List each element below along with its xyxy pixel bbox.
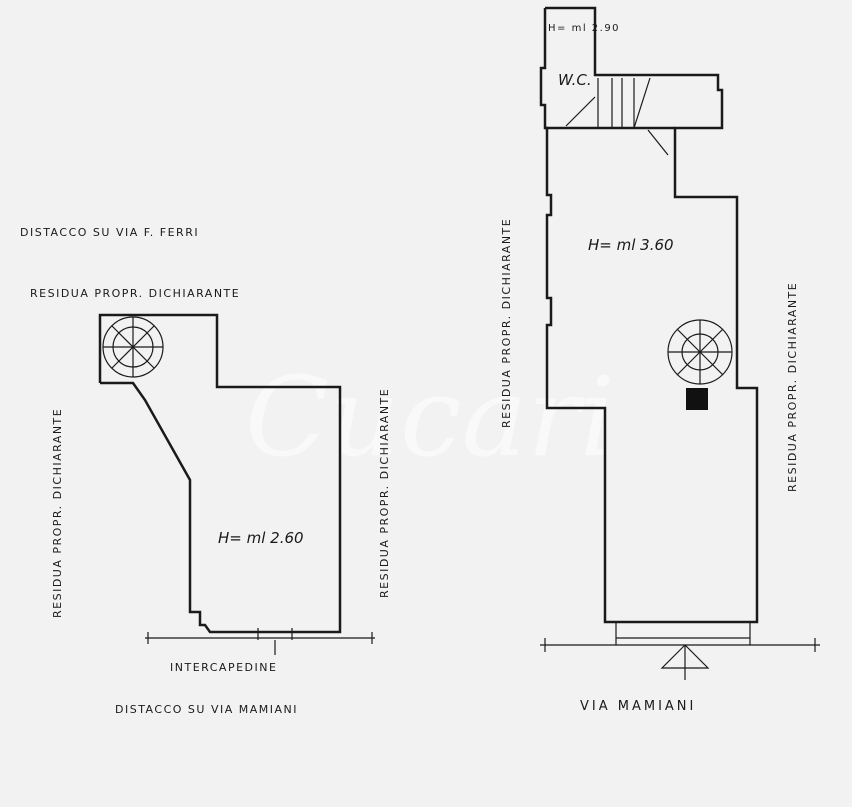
watermark: Cucari (245, 353, 615, 481)
label-east-residua: RESIDUA PROPR. DICHIARANTE (786, 282, 799, 492)
right-floor-plan: H= ml 2.90 W.C. H= ml 3.60 RESIDUA PROPR… (500, 6, 820, 714)
wc-height: H= ml 2.90 (548, 23, 620, 34)
right-plan-walls (539, 6, 759, 624)
label-intercapedine: INTERCAPEDINE (170, 661, 277, 674)
spiral-stair-icon (102, 316, 164, 378)
label-north-residua: RESIDUA PROPR. DICHIARANTE (30, 287, 240, 300)
left-plan-walls (98, 313, 342, 634)
right-room-height: H= ml 3.60 (588, 236, 674, 254)
label-wc: W.C. (558, 71, 592, 89)
label-west-residua: RESIDUA PROPR. DICHIARANTE (51, 408, 64, 618)
column-block (686, 388, 708, 410)
label-distacco-ferri: DISTACCO SU VIA F. FERRI (20, 226, 199, 239)
left-room-height: H= ml 2.60 (218, 529, 304, 547)
label-west-residua: RESIDUA PROPR. DICHIARANTE (500, 218, 513, 428)
label-via-mamiani: VIA MAMIANI (580, 699, 696, 714)
entrance-arrow-icon (660, 644, 710, 680)
label-east-residua: RESIDUA PROPR. DICHIARANTE (378, 388, 391, 598)
spiral-stair-icon (667, 319, 733, 385)
label-distacco-mamiani: DISTACCO SU VIA MAMIANI (115, 703, 298, 716)
left-floor-plan: DISTACCO SU VIA F. FERRI RESIDUA PROPR. … (20, 226, 391, 716)
